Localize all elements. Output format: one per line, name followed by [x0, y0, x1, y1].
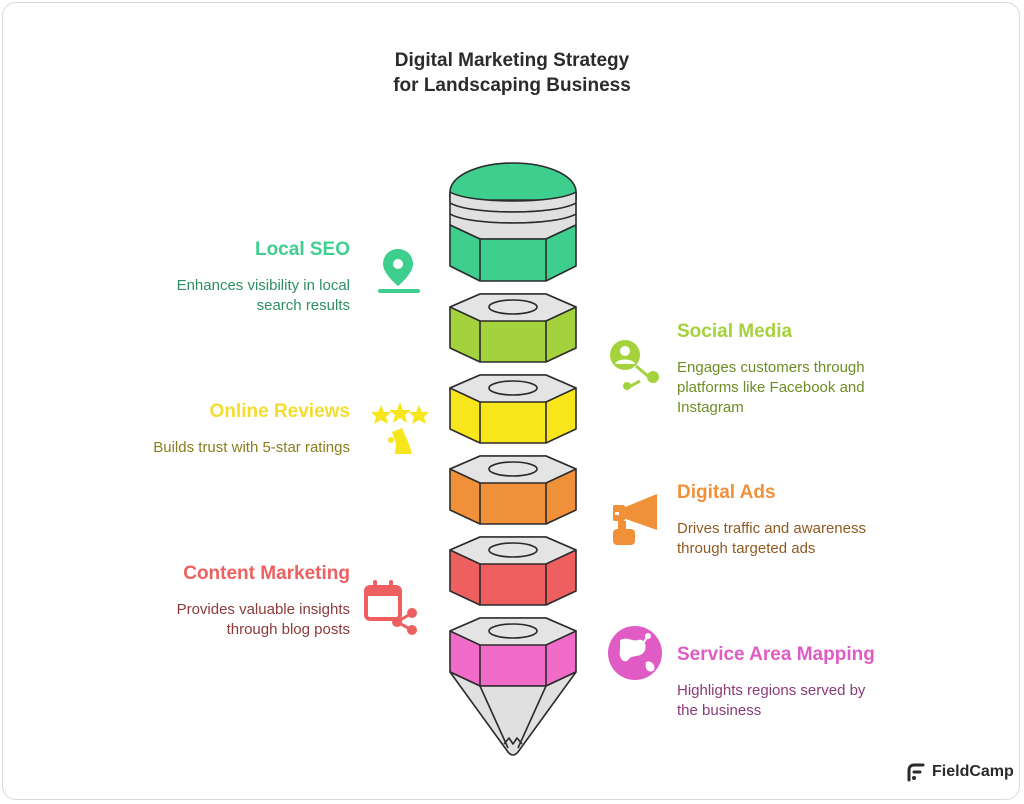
title-line-1: Digital Marketing Strategy: [394, 50, 630, 71]
brand-logo: FieldCamp: [906, 762, 1014, 782]
segment-online-reviews: [449, 374, 577, 444]
item-online-reviews: Online Reviews Builds trust with 5-star …: [60, 400, 350, 458]
item-title: Social Media: [677, 321, 793, 342]
star-rating-icon: [371, 402, 429, 454]
item-desc-line: Instagram: [677, 399, 744, 416]
item-title: Local SEO: [254, 239, 350, 260]
item-desc-line: Builds trust with 5-star ratings: [153, 439, 350, 456]
item-content-marketing: Content Marketing Provides valuable insi…: [60, 562, 350, 640]
item-desc-line: platforms like Facebook and: [677, 379, 865, 396]
item-desc-line: Enhances visibility in local: [176, 277, 350, 294]
calendar-share-icon: [364, 580, 417, 635]
globe-map-icon: [608, 626, 662, 680]
pencil-eraser: [449, 162, 577, 282]
segment-content-marketing: [449, 536, 577, 606]
item-desc-line: Highlights regions served by: [677, 682, 866, 699]
item-desc-line: through targeted ads: [677, 540, 816, 557]
item-title: Content Marketing: [183, 563, 350, 584]
item-desc-line: the business: [677, 702, 762, 719]
fieldcamp-logo-icon: [907, 763, 925, 782]
brand-name: FieldCamp: [932, 763, 1014, 780]
item-title: Digital Ads: [677, 482, 776, 503]
segment-social-media: [449, 293, 577, 363]
social-connection-icon: [610, 340, 659, 390]
item-digital-ads: Digital Ads Drives traffic and awareness…: [677, 481, 977, 559]
pencil-tip: [449, 671, 577, 756]
megaphone-icon: [613, 494, 657, 545]
item-service-area-mapping: Service Area Mapping Highlights regions …: [677, 643, 977, 721]
item-desc-line: through blog posts: [226, 621, 350, 638]
item-desc-line: Drives traffic and awareness: [677, 520, 866, 537]
item-local-seo: Local SEO Enhances visibility in local s…: [60, 238, 350, 316]
title-line-2: for Landscaping Business: [393, 75, 631, 96]
item-desc-line: search results: [256, 297, 350, 314]
location-pin-icon: [378, 249, 420, 293]
item-title: Online Reviews: [209, 401, 350, 422]
item-title: Service Area Mapping: [677, 644, 875, 665]
segment-service-area-mapping: [449, 617, 577, 687]
item-desc-line: Provides valuable insights: [176, 601, 350, 618]
segment-digital-ads: [449, 455, 577, 525]
item-desc-line: Engages customers through: [677, 359, 865, 376]
item-social-media: Social Media Engages customers through p…: [677, 320, 977, 418]
diagram-title: Digital Marketing Strategy for Landscapi…: [0, 48, 1024, 98]
